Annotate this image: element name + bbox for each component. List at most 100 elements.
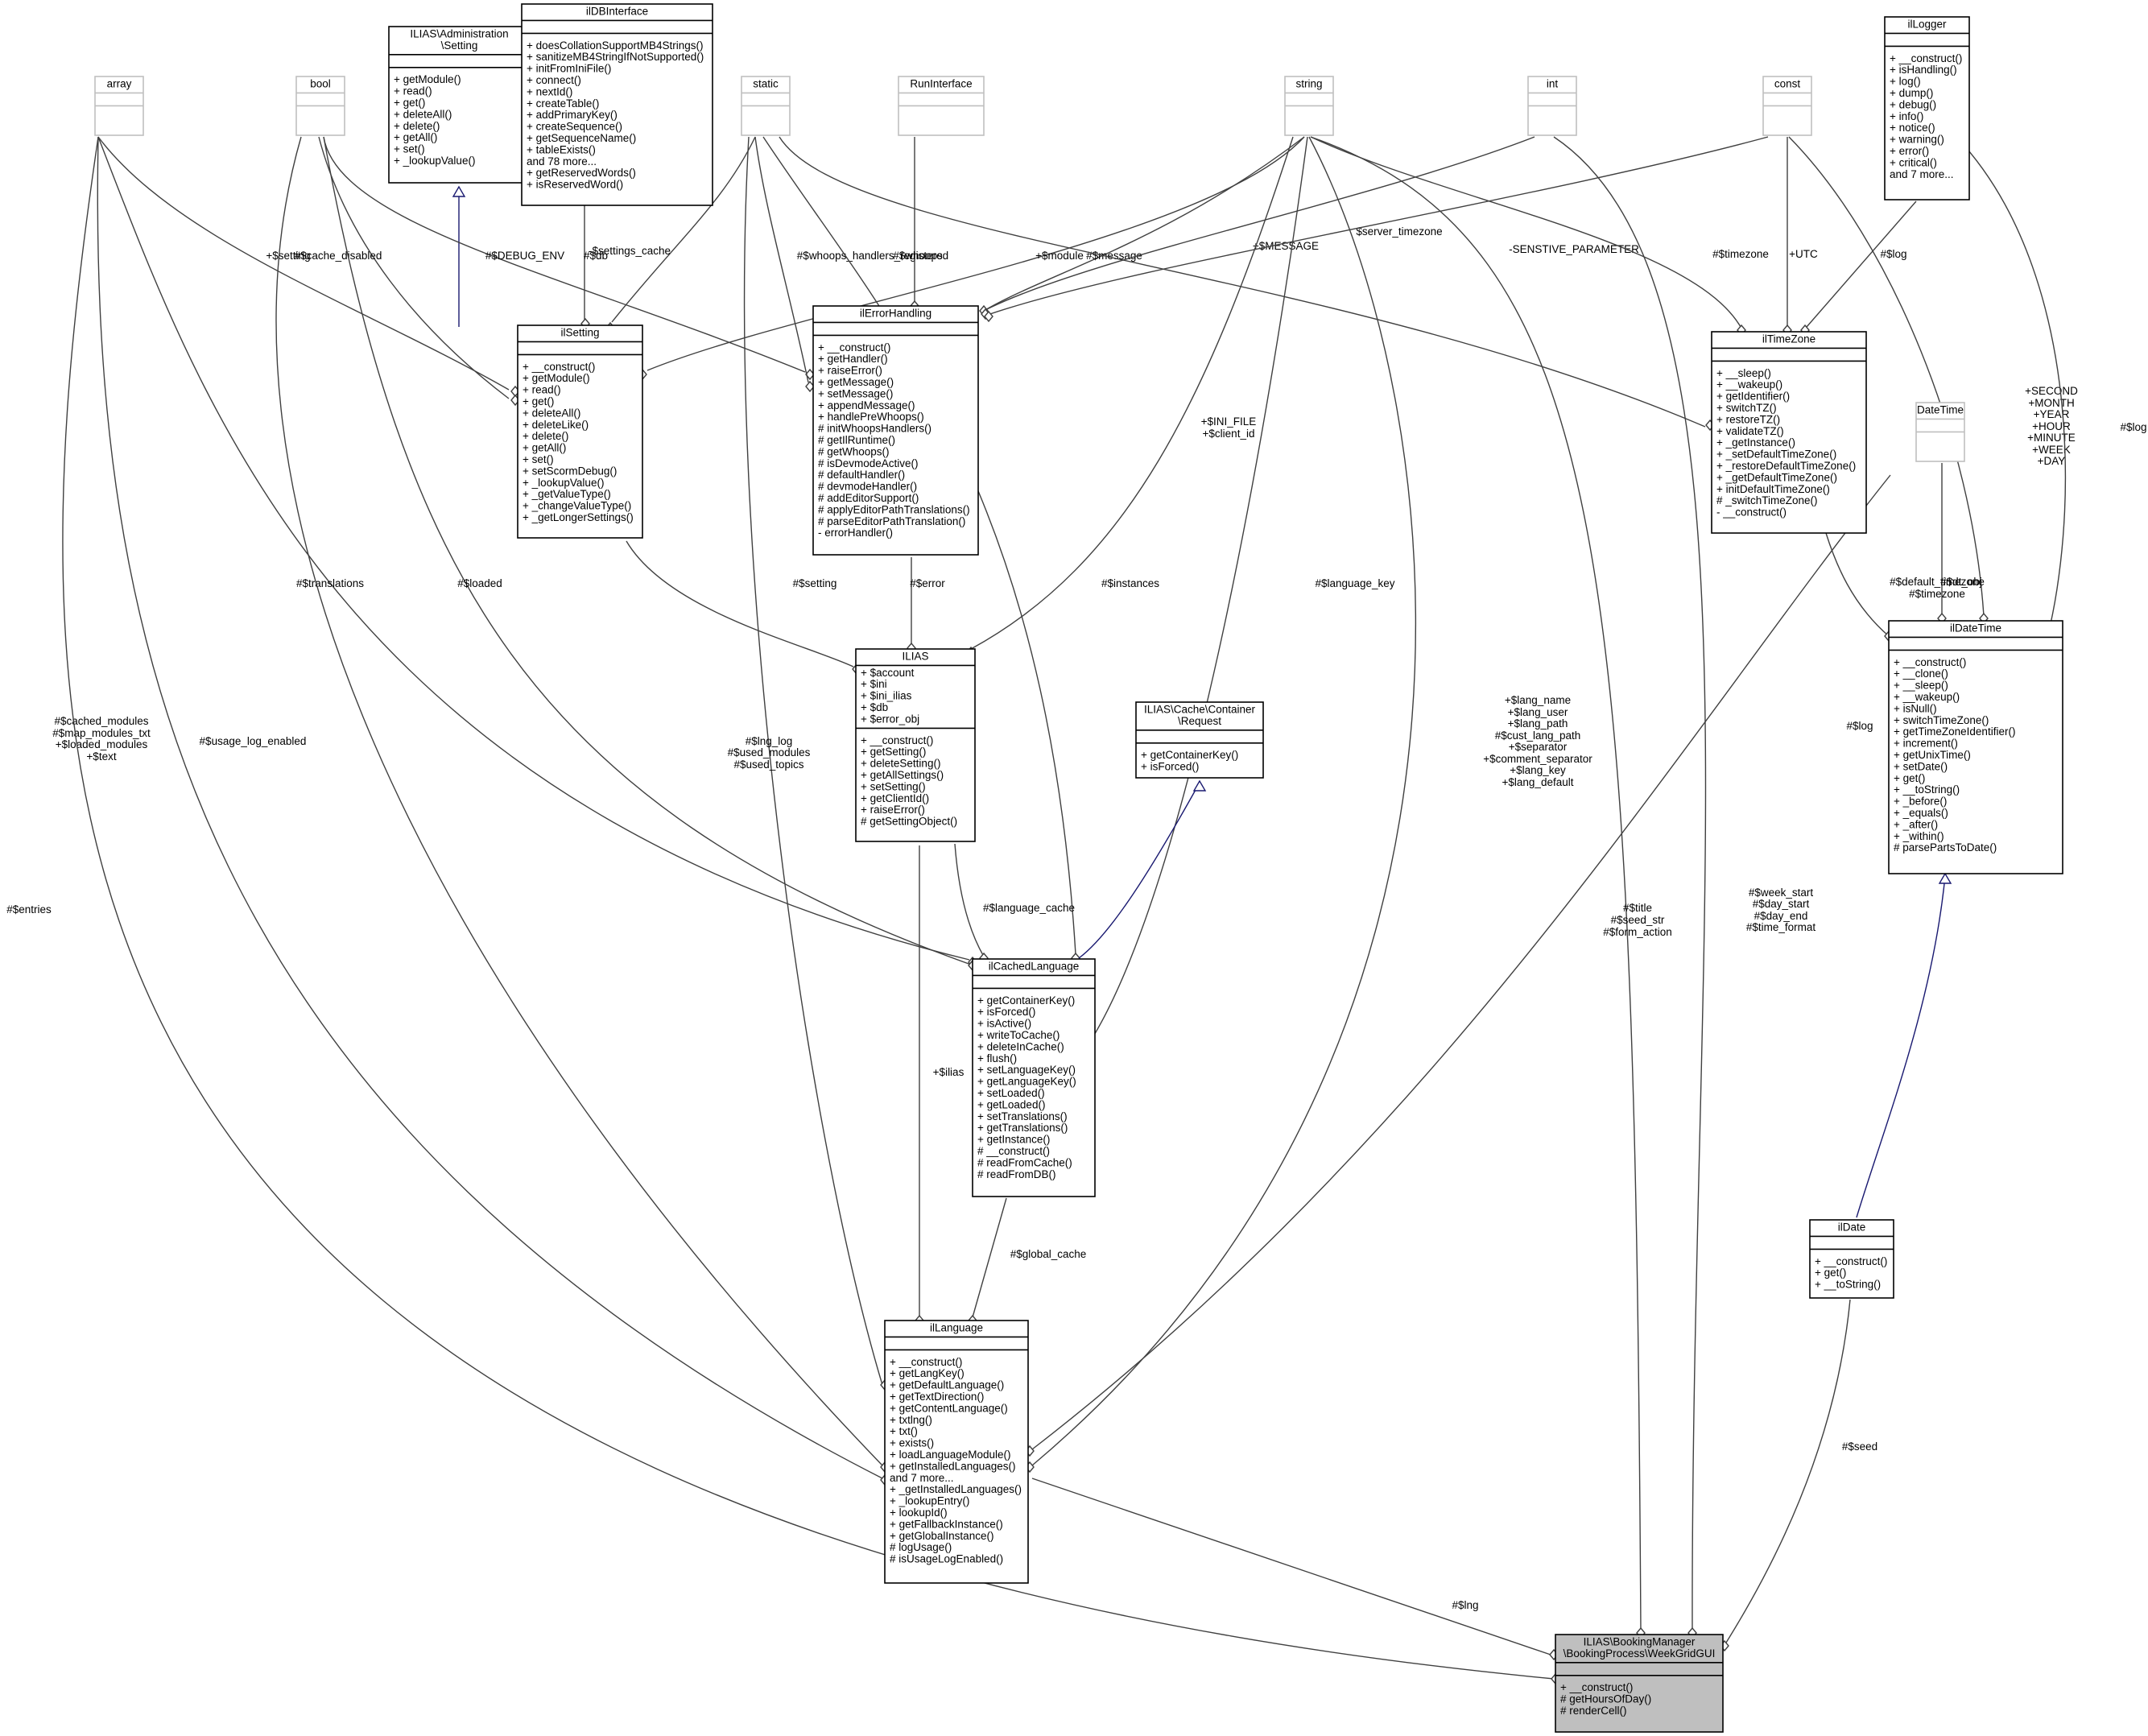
class-method: + loadLanguageModule(): [890, 1449, 1011, 1461]
class-method: + __construct(): [1894, 656, 1966, 668]
class-method: + txt(): [890, 1425, 918, 1437]
edge-label: #$default_timezone: [1890, 576, 1985, 588]
class-box: [388, 26, 531, 184]
class-method: + isActive(): [977, 1018, 1031, 1030]
class-adminsetting[interactable]: ILIAS\Administration\Setting+ getModule(…: [388, 26, 531, 184]
class-attribute: + $account: [861, 667, 915, 679]
class-datetime[interactable]: DateTime: [1915, 402, 1965, 462]
class-name: ilTimeZone: [1762, 333, 1815, 345]
edge-label: #$map_modules_txt: [52, 727, 151, 739]
class-illanguage[interactable]: ilLanguage+ __construct()+ getLangKey()+…: [884, 1320, 1029, 1584]
class-method: + delete(): [394, 120, 440, 132]
edge-label: #$day_end: [1754, 910, 1808, 922]
class-ilias[interactable]: ILIAS+ $account+ $ini+ $ini_ilias+ $db+ …: [855, 648, 976, 842]
edge-label: +$module: [1035, 250, 1084, 262]
edge-line: [97, 136, 970, 961]
class-method: # getIlRuntime(): [818, 434, 895, 446]
class-method: # initWhoopsHandlers(): [818, 423, 931, 435]
edge-label: #$instances: [1101, 577, 1159, 589]
composition-edge: -SENSTIVE_PARAMETER: [984, 136, 1769, 323]
edge-label: +$lang_key: [1510, 764, 1566, 776]
edge-line: [611, 136, 756, 323]
class-ildate[interactable]: ilDate+ __construct()+ get()+ __toString…: [1809, 1219, 1894, 1299]
class-method: + initDefaultTimeZone(): [1716, 483, 1830, 495]
class-box: [812, 305, 979, 556]
edge-label: #$loaded: [457, 577, 502, 589]
edge-label: +$comment_separator: [1483, 753, 1592, 765]
class-method: + __construct(): [1815, 1255, 1887, 1267]
class-ilcachedlanguage[interactable]: ilCachedLanguage+ getContainerKey()+ isF…: [972, 958, 1096, 1197]
class-name: \BookingProcess\WeekGridGUI: [1563, 1647, 1716, 1660]
edge-line: [983, 136, 1305, 312]
class-ildbinterface[interactable]: ilDBInterface+ doesCollationSupportMB4St…: [521, 3, 713, 206]
edge-label: +HOUR: [2032, 420, 2071, 432]
class-ildatetime[interactable]: ilDateTime+ __construct()+ __clone()+ __…: [1888, 620, 2063, 874]
class-bool[interactable]: bool: [295, 76, 345, 136]
class-box: [1888, 620, 2063, 874]
composition-edge: #$lng_log#$used_modules#$used_topics: [728, 136, 890, 1391]
class-box: [1135, 701, 1264, 779]
class-method: + getSetting(): [861, 746, 926, 758]
edge-label: +$lang_default: [1502, 776, 1574, 788]
class-method: + getDefaultLanguage(): [890, 1379, 1004, 1391]
edge-line: [62, 136, 1555, 1680]
class-method: + getContainerKey(): [1141, 749, 1238, 761]
edge-label: #$title: [1623, 902, 1652, 914]
class-method: + getContentLanguage(): [890, 1402, 1008, 1414]
composition-edge: #$title#$seed_str#$form_action: [1310, 136, 1672, 1639]
class-method: + getMessage(): [818, 376, 894, 388]
edge-label: #$cached_modules: [54, 715, 148, 727]
class-method: + validateTZ(): [1716, 425, 1784, 437]
class-method: and 7 more...: [1890, 168, 1954, 180]
edge-line: [275, 136, 883, 1466]
class-method: + raiseError(): [818, 365, 882, 377]
class-method: + _lookupValue(): [523, 477, 604, 489]
class-method: + getFallbackInstance(): [890, 1518, 1003, 1530]
edge-line: [1031, 136, 1417, 1466]
class-const[interactable]: const: [1762, 76, 1812, 136]
class-illogger[interactable]: ilLogger+ __construct()+ isHandling()+ l…: [1884, 16, 1970, 200]
edge-line: [1788, 136, 1985, 617]
class-method: + getModule(): [523, 372, 590, 384]
class-method: + deleteAll(): [523, 407, 580, 419]
composition-diamond: [984, 310, 993, 323]
edge-label: #$seed: [1842, 1440, 1877, 1453]
class-runinterface[interactable]: RunInterface: [898, 76, 985, 136]
class-name: bool: [310, 77, 331, 89]
class-method: + critical(): [1890, 156, 1937, 168]
edge-label: +$ilias: [933, 1066, 965, 1078]
class-int[interactable]: int: [1527, 76, 1577, 136]
class-method: + getInstalledLanguages(): [890, 1460, 1016, 1472]
class-weekgrid[interactable]: ILIAS\BookingManager\BookingProcess\Week…: [1555, 1634, 1724, 1733]
class-string[interactable]: string: [1284, 76, 1334, 136]
edge-line: [1553, 136, 1707, 1632]
edge-label: #$log: [2120, 421, 2146, 433]
edge-line: [97, 136, 883, 1479]
class-method: + __construct(): [1890, 52, 1962, 64]
class-ilsetting[interactable]: ilSetting+ __construct()+ getModule()+ r…: [517, 324, 643, 539]
class-method: + deleteInCache(): [977, 1040, 1064, 1052]
class-method: + deleteLike(): [523, 419, 589, 431]
class-method: + _after(): [1894, 818, 1938, 830]
edge-label: #$used_modules: [728, 746, 811, 758]
class-method: + tableExists(): [527, 143, 596, 155]
class-box: [884, 1320, 1029, 1584]
class-method: + _getInstance(): [1716, 436, 1795, 448]
class-method: + info(): [1890, 110, 1923, 122]
class-method: # parseEditorPathTranslation(): [818, 515, 965, 527]
class-static[interactable]: static: [741, 76, 791, 136]
class-method: + isReservedWord(): [527, 179, 623, 191]
composition-edge: +$lang_name+$lang_user+$lang_path#$cust_…: [1025, 136, 1592, 1474]
class-ilerrorhandling[interactable]: ilErrorHandling+ __construct()+ getHandl…: [812, 305, 979, 556]
class-cacherequest[interactable]: ILIAS\Cache\Container\Request+ getContai…: [1135, 701, 1264, 779]
class-method: + getAll(): [523, 442, 566, 454]
class-iltimezone[interactable]: ilTimeZone+ __sleep()+ __wakeup()+ getId…: [1711, 331, 1867, 534]
class-name: DateTime: [1917, 403, 1964, 415]
inheritance-edge: [452, 185, 466, 327]
composition-edge: #$db: [580, 193, 608, 330]
class-method: + getGlobalInstance(): [890, 1530, 993, 1542]
class-method: + __construct(): [818, 341, 890, 353]
class-method: + flush(): [977, 1052, 1017, 1064]
class-method: # readFromDB(): [977, 1168, 1056, 1180]
class-array[interactable]: array: [94, 76, 144, 136]
